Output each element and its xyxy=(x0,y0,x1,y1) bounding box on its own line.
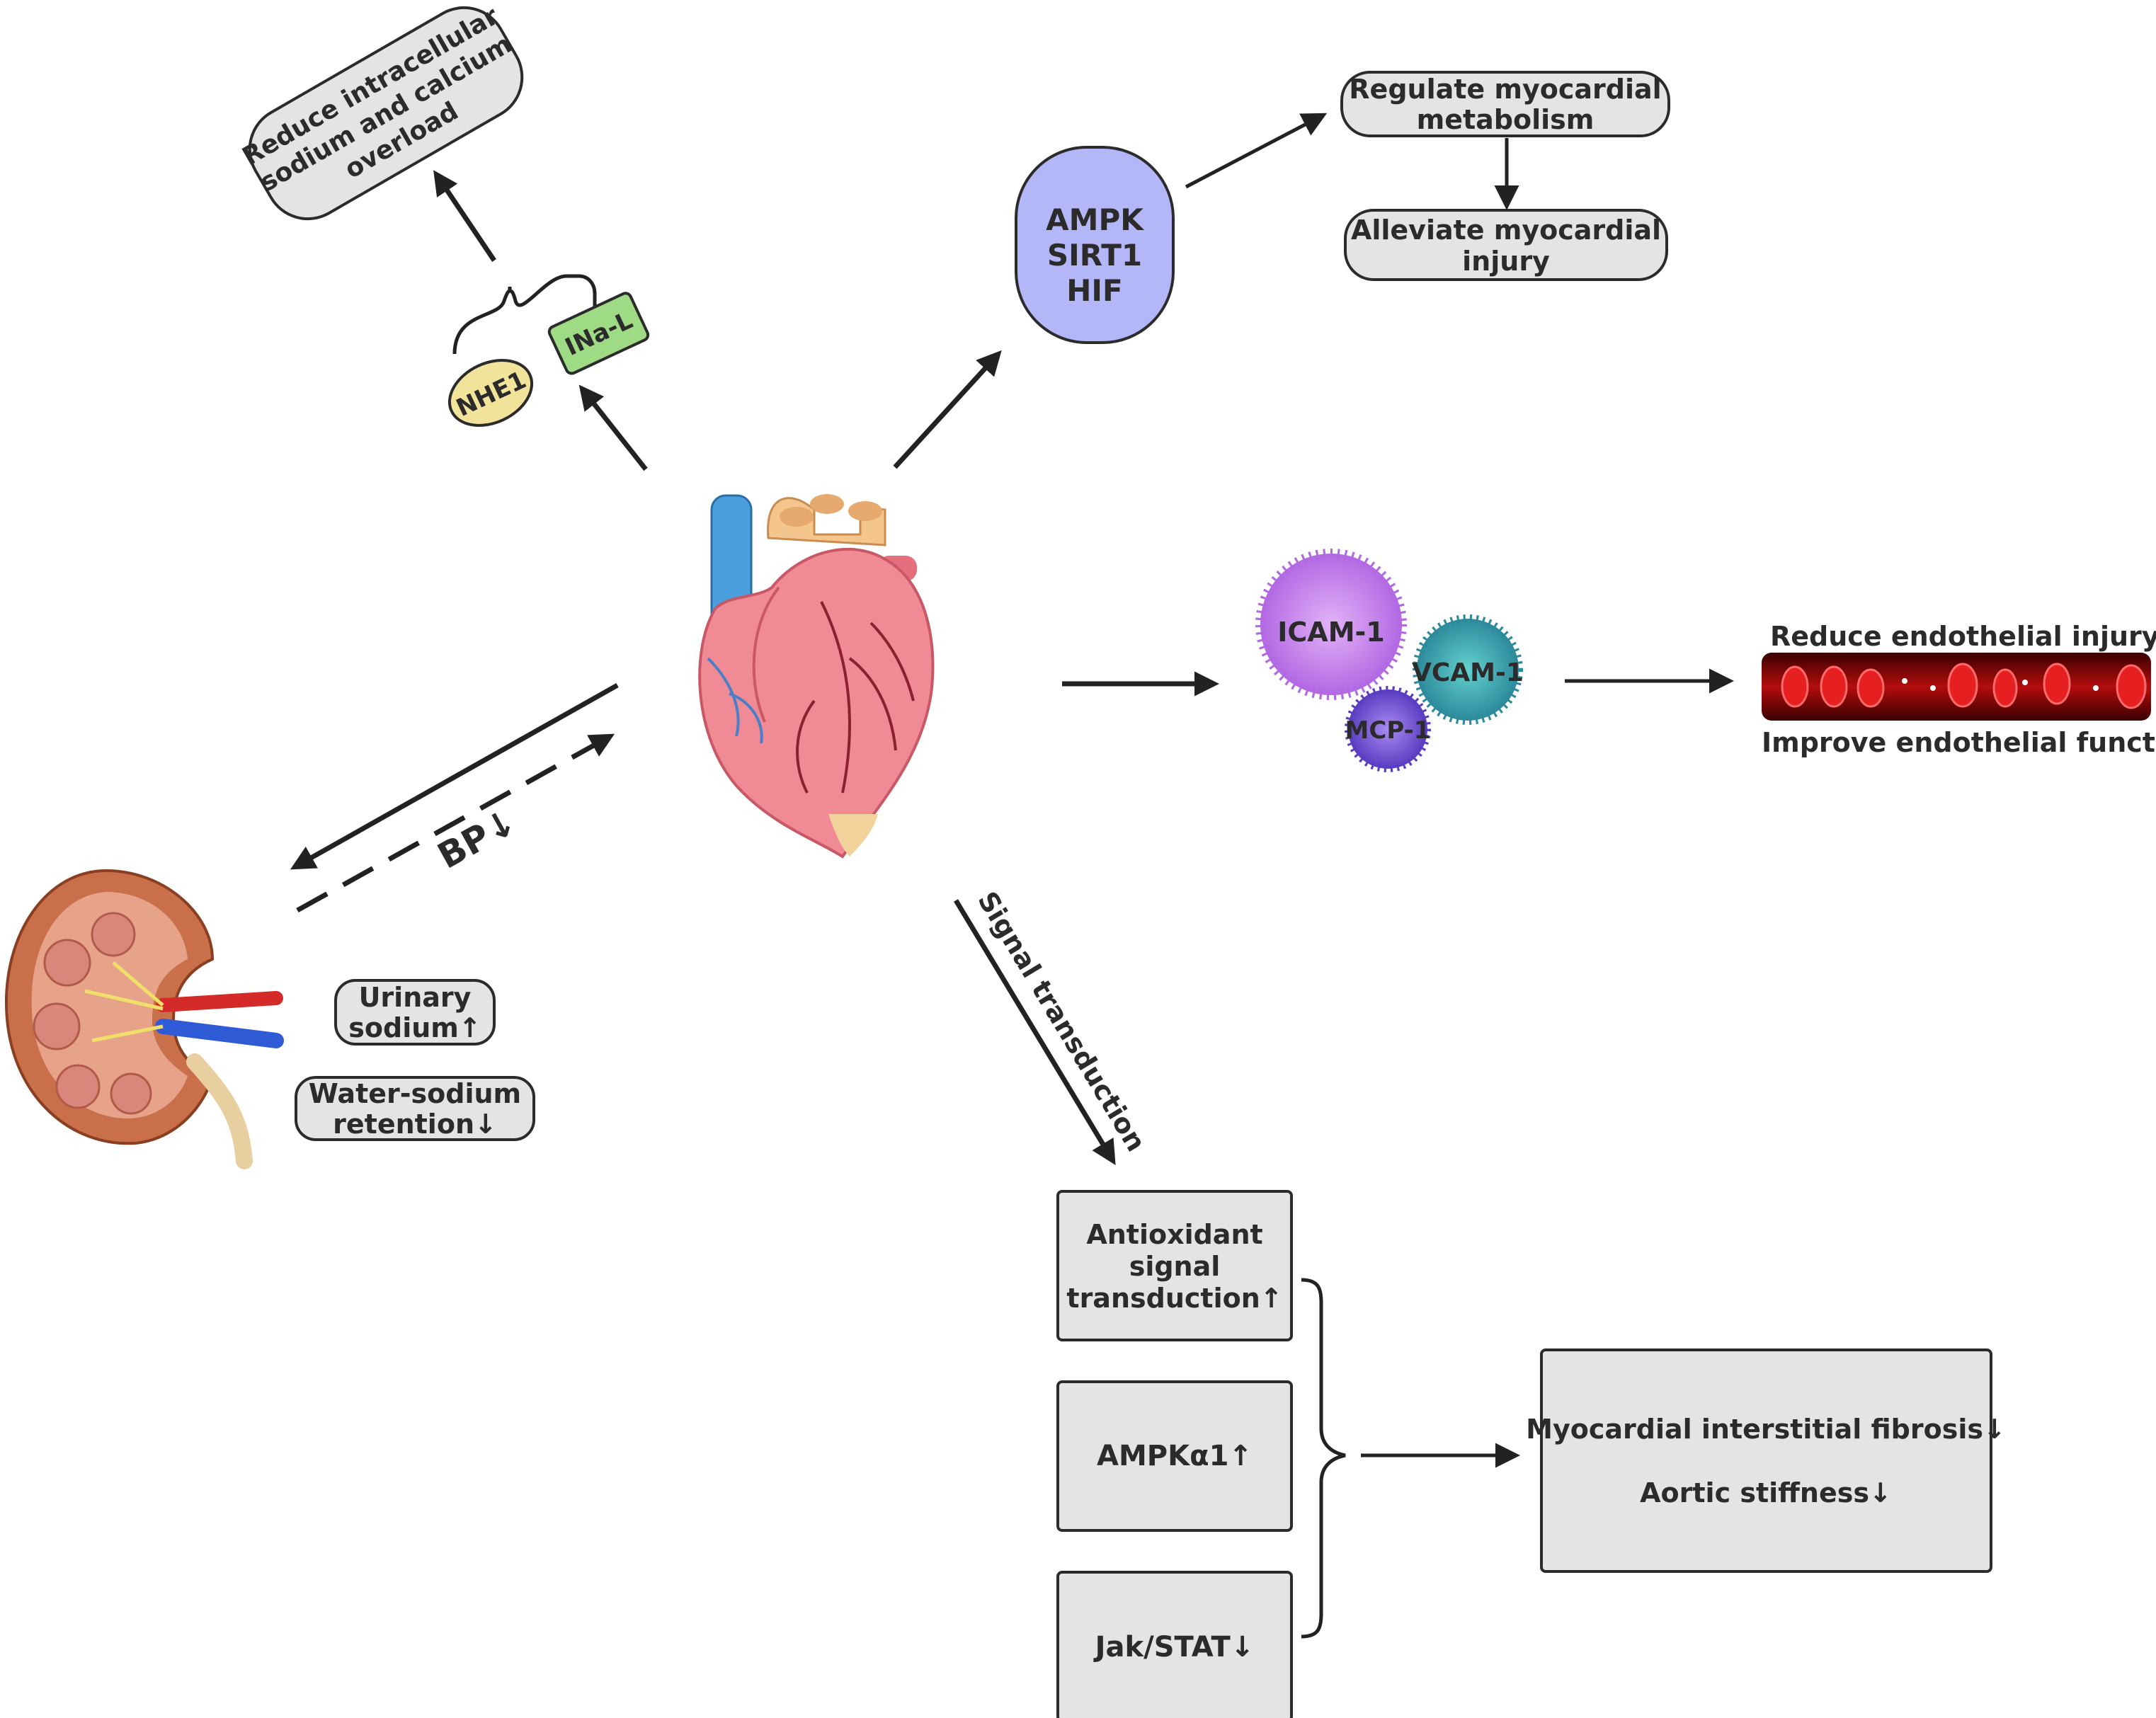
urinary-line-2: sodium↑ xyxy=(348,1012,481,1043)
apex-fat xyxy=(828,814,878,857)
jak-stat-box xyxy=(1056,1571,1293,1718)
rbc-7 xyxy=(2116,664,2147,709)
rbc-5 xyxy=(1992,668,2018,708)
water-sodium-box xyxy=(295,1076,535,1141)
na-branch: Reduce intracellular sodium and calcium … xyxy=(238,1,650,471)
renal-vein xyxy=(155,1019,284,1048)
platelet-2 xyxy=(1930,685,1936,691)
ampk-sirt1-hif-box xyxy=(1015,146,1175,344)
renal-pyramid-3 xyxy=(33,1002,81,1050)
platelet-1 xyxy=(1902,678,1907,684)
renal-sinus-vessels xyxy=(84,961,164,1043)
renal-pyramid-5 xyxy=(110,1072,152,1115)
signal-transduction-label: Signal transduction xyxy=(971,886,1152,1157)
vcam-1-cell xyxy=(1413,614,1523,725)
pathway-hif: HIF xyxy=(1066,273,1122,308)
endothelial-branch: ICAM-1 VCAM-1 MCP-1 Reduce endothelial i… xyxy=(1062,549,2156,772)
regulate-metabolism-box xyxy=(1340,71,1670,137)
platelet-3 xyxy=(2022,680,2028,685)
renal-pyramid-4 xyxy=(55,1064,101,1109)
alleviate-line-1: Alleviate myocardial xyxy=(1351,214,1661,246)
coronary-vessels xyxy=(796,601,915,794)
ampk-alpha1-box xyxy=(1056,1380,1293,1532)
outcome-fibrosis: Myocardial interstitial fibrosis↓ xyxy=(1526,1414,2006,1445)
metabolic-branch: AMPK SIRT1 HIF Regulate myocardial metab… xyxy=(893,71,1670,469)
water-line-1: Water-sodium xyxy=(309,1078,521,1109)
reduce-endothelial-injury: Reduce endothelial injury xyxy=(1770,621,2156,652)
aorta-branch-2 xyxy=(810,494,844,514)
arrow-kidney-to-heart-dashed xyxy=(296,733,615,913)
antioxidant-line-1: Antioxidant xyxy=(1086,1219,1262,1250)
arrow-signal-transduction xyxy=(954,899,1116,1165)
curly-brace-right xyxy=(1301,1278,1346,1639)
alleviate-line-2: injury xyxy=(1462,246,1550,277)
pathway-sirt1: SIRT1 xyxy=(1047,238,1142,273)
alleviate-injury-box xyxy=(1344,209,1668,281)
outcome-aortic-stiffness: Aortic stiffness↓ xyxy=(1640,1477,1892,1508)
water-line-2: retention↓ xyxy=(333,1109,497,1140)
rbc-2 xyxy=(1820,665,1848,708)
arrow-to-na-result xyxy=(433,170,496,262)
renal-pyramid-2 xyxy=(91,912,136,957)
curly-brace-top xyxy=(452,274,597,355)
rbc-4 xyxy=(1947,663,1978,708)
platelet-4 xyxy=(2093,685,2099,691)
arrow-heart-to-ampk xyxy=(893,350,1002,469)
arrow-to-regulate-metabolism xyxy=(1185,113,1328,189)
heart-septum xyxy=(752,586,780,723)
sodium-calcium-result-box: Reduce intracellular sodium and calcium … xyxy=(238,1,524,221)
rbc-1 xyxy=(1781,665,1809,708)
arrow-heart-to-kidney xyxy=(290,682,619,870)
ampk-alpha1-label: AMPKα1↑ xyxy=(1097,1440,1253,1472)
coronary-veins xyxy=(707,657,763,744)
arrow-heart-to-ina xyxy=(578,384,648,471)
pathway-ampk: AMPK xyxy=(1046,202,1144,237)
signal-branch: Signal transduction Antioxidant signal t… xyxy=(954,886,2006,1718)
renal-pyramid-1 xyxy=(43,939,91,987)
nhe1-ellipse: NHE1 xyxy=(447,359,534,427)
improve-endothelial-function: Improve endothelial function xyxy=(1762,727,2156,758)
outcomes-box xyxy=(1540,1348,1992,1573)
urinary-sodium-box xyxy=(334,979,496,1046)
antioxidant-box xyxy=(1056,1190,1293,1341)
jak-stat-label: Jak/STAT↓ xyxy=(1093,1631,1255,1663)
renal-branch: BP↓ Urinary sodium↑ Water-sodium retenti… xyxy=(4,682,619,1169)
antioxidant-line-3: transduction↑ xyxy=(1066,1283,1282,1314)
antioxidant-line-2: signal xyxy=(1129,1251,1221,1282)
mcp-1-label: MCP-1 xyxy=(1345,716,1431,745)
bp-label: BP↓ xyxy=(431,801,523,876)
mcp-1-cell xyxy=(1345,686,1431,772)
ina-l-box: INa-L xyxy=(547,292,650,375)
regulate-line-2: metabolism xyxy=(1417,104,1595,135)
renal-artery xyxy=(156,991,283,1012)
icam-1-cell xyxy=(1255,549,1407,700)
rbc-3 xyxy=(1856,668,1885,708)
regulate-line-1: Regulate myocardial xyxy=(1349,74,1661,105)
ureter xyxy=(186,1053,253,1169)
icam-1-label: ICAM-1 xyxy=(1277,617,1384,648)
rbc-6 xyxy=(2043,663,2071,705)
aorta-branch-1 xyxy=(780,507,814,527)
heart-illustration xyxy=(698,494,935,859)
aorta-branch-3 xyxy=(848,501,882,521)
urinary-line-1: Urinary xyxy=(359,982,472,1013)
vcam-1-label: VCAM-1 xyxy=(1412,658,1524,687)
